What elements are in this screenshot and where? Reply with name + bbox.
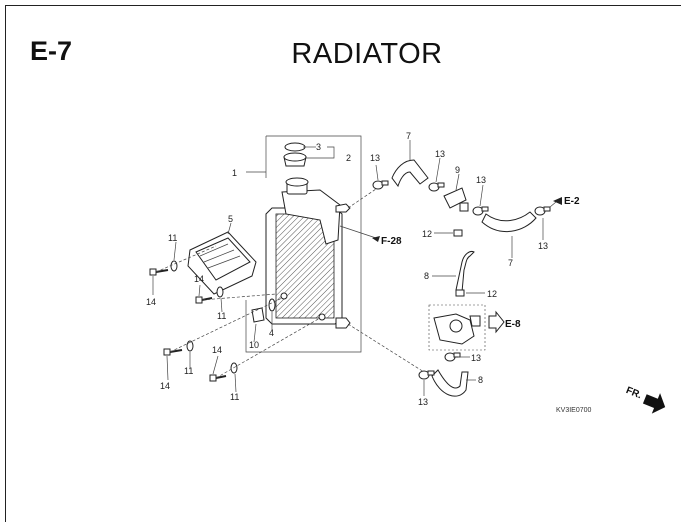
callout-number: 4 [269,328,274,338]
hose-7-upper [391,159,429,188]
radiator-cap [283,142,307,167]
hose-8-upper [455,251,475,293]
page-title: RADIATOR [291,38,443,70]
ref-label-e2: E-2 [564,196,580,207]
hose-7-lower [481,211,537,233]
clamp [534,206,551,216]
grommet [268,298,276,312]
forward-arrow-icon [642,393,666,414]
collar [251,307,265,323]
radiator [265,177,351,329]
bolt [209,374,227,382]
callout-number: 7 [406,131,411,141]
callout-number: 3 [316,142,321,152]
callout-number: 11 [217,311,226,321]
clamp [428,182,445,192]
callout-number: 13 [418,397,428,407]
reference-arrow-icon [488,310,505,334]
clamp [472,206,489,216]
callout-number: 14 [194,274,204,284]
forward-label: FR. [624,385,643,401]
callout-number: 2 [346,153,351,163]
callout-number: 11 [230,392,239,402]
washer [186,340,194,352]
callout-number: 13 [538,241,548,251]
bolt [149,268,169,276]
callout-number: 11 [184,366,193,376]
hose-clip [453,229,463,237]
callout-number: 13 [471,353,481,363]
bolt [163,348,183,356]
leader-lines [152,140,557,396]
ref-label-f28: F-28 [381,236,402,247]
callout-number: 11 [168,233,177,243]
washer [216,286,224,298]
assembly-outline [245,135,362,353]
callout-number: 7 [508,258,513,268]
callout-number: 8 [478,375,483,385]
callout-number: 13 [435,149,445,159]
callout-number: 14 [146,297,156,307]
hose-clip [455,289,465,297]
callout-number: 12 [487,289,497,299]
hose-joint [443,187,469,212]
hose-8-lower [431,369,469,397]
thermostat-housing [428,304,486,351]
callout-number: 13 [370,153,380,163]
radiator-cover [187,231,257,295]
callout-number: 8 [424,271,429,281]
reference-arrow-icon [372,236,380,242]
page-frame [5,5,681,522]
reference-arrow-icon [553,197,562,205]
clamp [418,370,435,380]
ref-label-e8: E-8 [505,319,521,330]
callout-number: 14 [212,345,222,355]
callout-number: 1 [232,168,237,178]
washer [170,260,178,272]
callout-number: 10 [249,340,259,350]
clamp [444,352,461,362]
callout-number: 14 [160,381,170,391]
callout-number: 9 [455,165,460,175]
diagram-code: KV3IE0700 [556,407,592,414]
section-code: E-7 [30,36,73,66]
clamp [372,180,389,190]
callout-number: 5 [228,214,233,224]
callout-number: 13 [476,175,486,185]
callout-number: 12 [422,229,432,239]
